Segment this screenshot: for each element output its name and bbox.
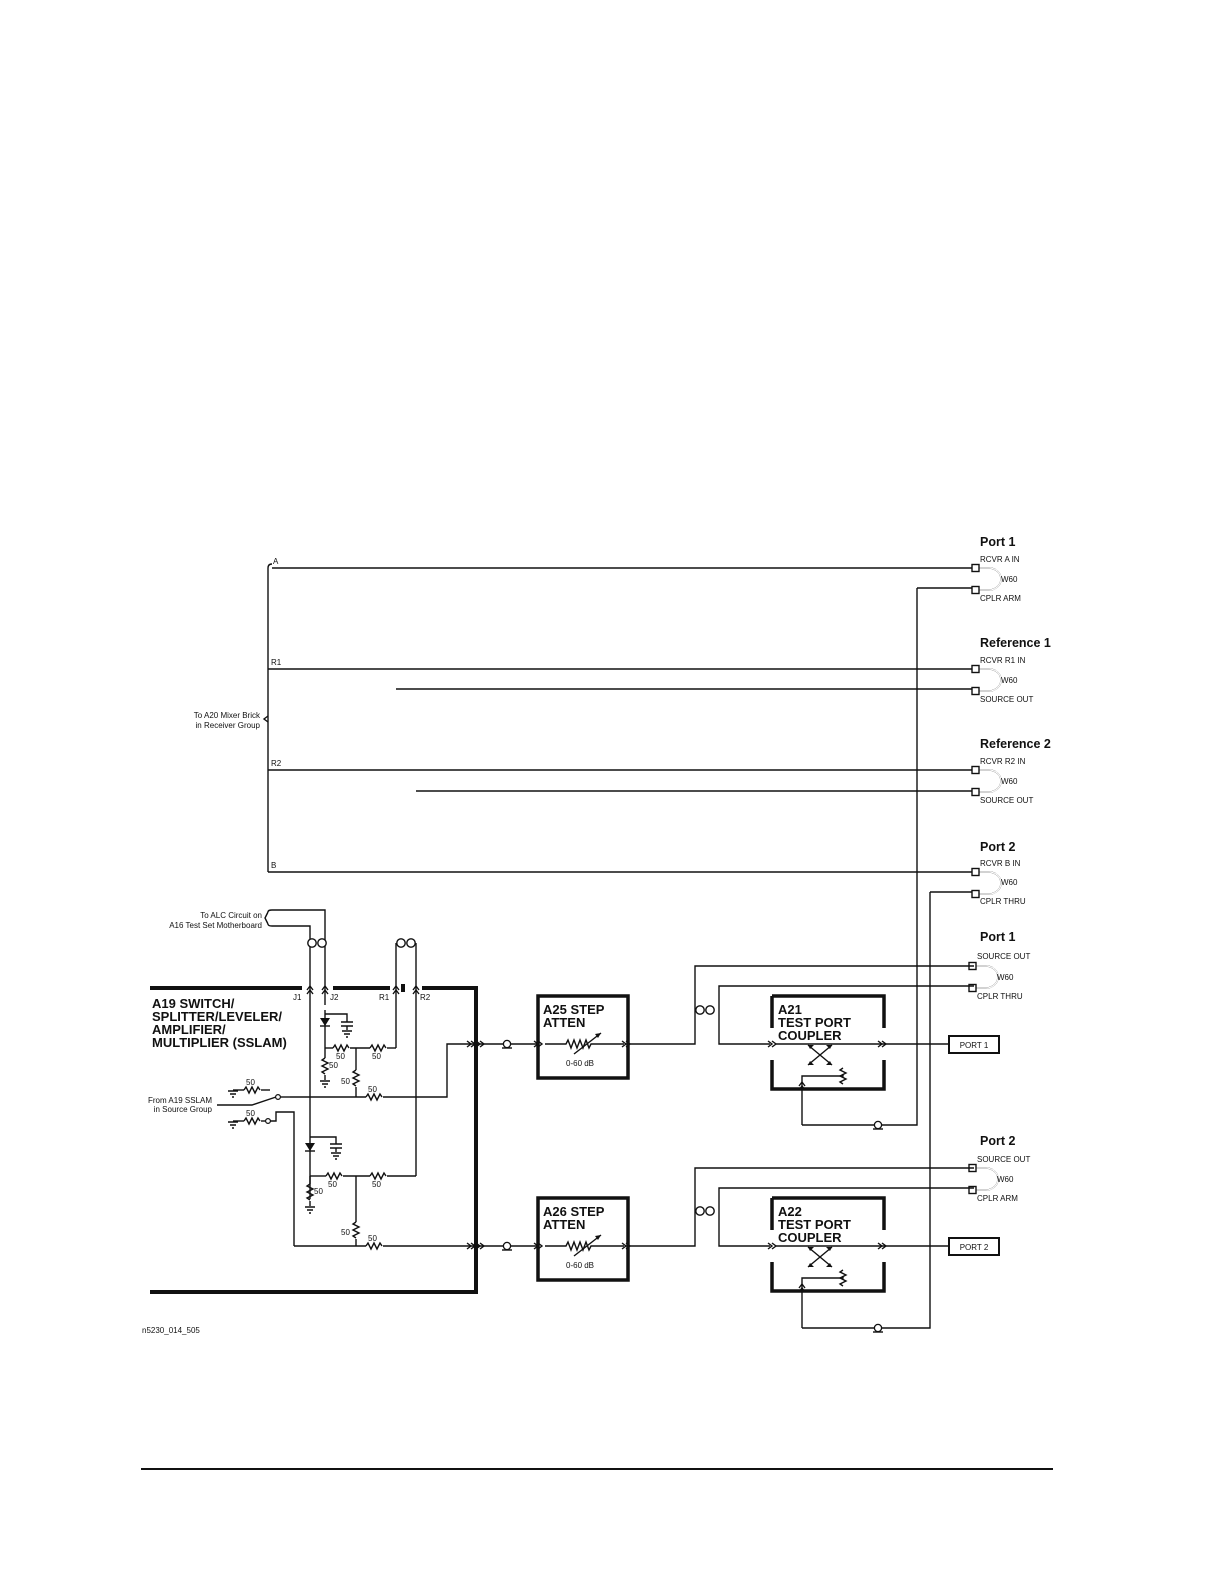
coupler-a21-title-1: A21 bbox=[778, 1002, 802, 1017]
res-val-7: 50 bbox=[246, 1109, 255, 1118]
coupler-a22-title-3: COUPLER bbox=[778, 1230, 842, 1245]
sslam-block: J1 J2 R1 R2 A19 SWITCH/ SPLITTER/LEVELER… bbox=[148, 984, 478, 1294]
bus-label-a: A bbox=[273, 557, 279, 566]
port-cable-1: W60 bbox=[1001, 575, 1018, 584]
port-box-1 bbox=[948, 1035, 1000, 1054]
port-top-5: SOURCE OUT bbox=[977, 952, 1030, 961]
bus-label-b: B bbox=[271, 861, 276, 870]
sslam-source-1: From A19 SSLAM bbox=[148, 1096, 212, 1105]
bus-label-r1: R1 bbox=[271, 658, 282, 667]
alc-feed: To ALC Circuit on A16 Test Set Motherboa… bbox=[169, 909, 417, 1199]
atten-a25-title-2: ATTEN bbox=[543, 1015, 585, 1030]
sslam-title-3: AMPLIFIER/ bbox=[152, 1022, 226, 1037]
sslam-source-2: in Source Group bbox=[154, 1105, 213, 1114]
coupler-a21-title-3: COUPLER bbox=[778, 1028, 842, 1043]
coupler-a22: A22 TEST PORT COUPLER bbox=[770, 1196, 886, 1328]
res-val-3: 50 bbox=[329, 1061, 338, 1070]
return-wiring bbox=[396, 587, 974, 1329]
port-bottom-4: CPLR THRU bbox=[980, 897, 1026, 906]
port-title-5: Port 1 bbox=[980, 930, 1015, 944]
port-loop-1: Port 1 RCVR A IN W60 CPLR ARM bbox=[971, 535, 1021, 603]
connector-j2: J2 bbox=[330, 993, 339, 1002]
receiver-bus: A R1 R2 B To A20 Mixer Brick in Receiver… bbox=[194, 557, 974, 873]
port-cable-6: W60 bbox=[997, 1175, 1014, 1184]
port-bottom-6: CPLR ARM bbox=[977, 1194, 1018, 1203]
connector-r1: R1 bbox=[379, 993, 390, 1002]
port-cable-4: W60 bbox=[1001, 878, 1018, 887]
alc-label-1: To ALC Circuit on bbox=[200, 911, 262, 920]
connector-j1: J1 bbox=[293, 993, 302, 1002]
alc-label-2: A16 Test Set Motherboard bbox=[169, 921, 262, 930]
atten-a26: A26 STEP ATTEN 0-60 dB bbox=[536, 1196, 630, 1282]
bus-label-r2: R2 bbox=[271, 759, 282, 768]
port-bottom-1: CPLR ARM bbox=[980, 594, 1021, 603]
res-val-9: 50 bbox=[372, 1180, 381, 1189]
sslam-title-2: SPLITTER/LEVELER/ bbox=[152, 1009, 282, 1024]
port-top-2: RCVR R1 IN bbox=[980, 656, 1026, 665]
port-top-1: RCVR A IN bbox=[980, 555, 1020, 564]
port-box-2 bbox=[948, 1237, 1000, 1256]
sslam-title-1: A19 SWITCH/ bbox=[152, 996, 235, 1011]
port-top-6: SOURCE OUT bbox=[977, 1155, 1030, 1164]
port-title-1: Port 1 bbox=[980, 535, 1015, 549]
res-val-10: 50 bbox=[314, 1187, 323, 1196]
port-loop-4: Port 2 RCVR B IN W60 CPLR THRU bbox=[971, 840, 1026, 906]
coupler-a22-title-2: TEST PORT bbox=[778, 1217, 851, 1232]
res-val-4: 50 bbox=[341, 1077, 350, 1086]
sslam-title-4: MULTIPLIER (SSLAM) bbox=[152, 1035, 287, 1050]
upper-rf-chain: A25 STEP ATTEN 0-60 dB A21 TEST PORT COU… bbox=[475, 965, 1000, 1130]
res-val-5: 50 bbox=[368, 1085, 377, 1094]
port-cable-3: W60 bbox=[1001, 777, 1018, 786]
res-val-11: 50 bbox=[341, 1228, 350, 1237]
port-bottom-5: CPLR THRU bbox=[977, 992, 1023, 1001]
port-loop-6: Port 2 SOURCE OUT W60 CPLR ARM bbox=[968, 1134, 1030, 1203]
connector-r2: R2 bbox=[420, 993, 431, 1002]
coupler-a22-title-1: A22 bbox=[778, 1204, 802, 1219]
atten-a26-range: 0-60 dB bbox=[566, 1261, 594, 1270]
coupler-a21: A21 TEST PORT COUPLER bbox=[770, 994, 886, 1125]
res-val-12: 50 bbox=[368, 1234, 377, 1243]
port-loop-3: Reference 2 RCVR R2 IN W60 SOURCE OUT bbox=[971, 737, 1051, 805]
port-title-6: Port 2 bbox=[980, 1134, 1015, 1148]
port-top-3: RCVR R2 IN bbox=[980, 757, 1026, 766]
port-loop-5: Port 1 SOURCE OUT W60 CPLR THRU bbox=[968, 930, 1030, 1001]
atten-a26-title-1: A26 STEP bbox=[543, 1204, 605, 1219]
lower-rf-chain: A26 STEP ATTEN 0-60 dB A22 TEST PORT COU… bbox=[475, 1167, 1000, 1333]
port-box-2-label: PORT 2 bbox=[960, 1243, 989, 1252]
port-top-4: RCVR B IN bbox=[980, 859, 1021, 868]
port-title-3: Reference 2 bbox=[980, 737, 1051, 751]
atten-a25-range: 0-60 dB bbox=[566, 1059, 594, 1068]
figure-id: n5230_014_505 bbox=[142, 1326, 200, 1335]
res-val-1: 50 bbox=[336, 1052, 345, 1061]
coupler-a21-title-2: TEST PORT bbox=[778, 1015, 851, 1030]
port-title-2: Reference 1 bbox=[980, 636, 1051, 650]
res-val-8: 50 bbox=[328, 1180, 337, 1189]
mixer-brick-label-2: in Receiver Group bbox=[196, 721, 261, 730]
res-val-2: 50 bbox=[372, 1052, 381, 1061]
port-cable-2: W60 bbox=[1001, 676, 1018, 685]
atten-a26-title-2: ATTEN bbox=[543, 1217, 585, 1232]
atten-a25-title-1: A25 STEP bbox=[543, 1002, 605, 1017]
port-title-4: Port 2 bbox=[980, 840, 1015, 854]
res-val-6: 50 bbox=[246, 1078, 255, 1087]
port-bottom-3: SOURCE OUT bbox=[980, 796, 1033, 805]
atten-a25: A25 STEP ATTEN 0-60 dB bbox=[536, 994, 630, 1080]
page-footer-rule bbox=[141, 1468, 1053, 1470]
port-cable-5: W60 bbox=[997, 973, 1014, 982]
port-box-1-label: PORT 1 bbox=[960, 1041, 989, 1050]
port-bottom-2: SOURCE OUT bbox=[980, 695, 1033, 704]
port-loop-2: Reference 1 RCVR R1 IN W60 SOURCE OUT bbox=[971, 636, 1051, 704]
mixer-brick-label-1: To A20 Mixer Brick bbox=[194, 711, 261, 720]
